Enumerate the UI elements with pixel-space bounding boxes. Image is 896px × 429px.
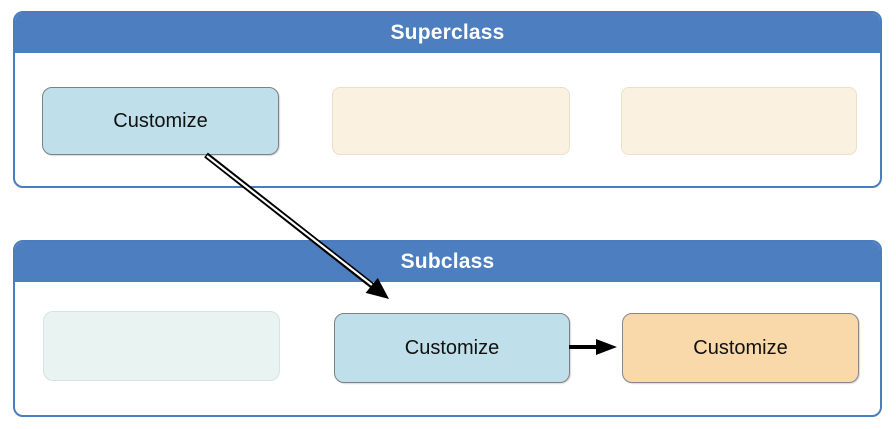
subclass-placeholder-box [43,311,280,381]
superclass-panel: Superclass Customize [13,11,882,188]
superclass-customize-label: Customize [113,109,208,132]
subclass-customize-orange-box: Customize [622,313,859,383]
subclass-panel: Subclass Customize Customize [13,240,882,417]
superclass-placeholder-box-2 [621,87,857,155]
subclass-title: Subclass [15,242,880,282]
subclass-customize-box: Customize [334,313,570,383]
superclass-customize-box: Customize [42,87,279,155]
subclass-customize-orange-label: Customize [693,336,788,359]
superclass-placeholder-box-1 [332,87,570,155]
subclass-customize-label: Customize [404,336,500,359]
superclass-title: Superclass [15,13,880,53]
